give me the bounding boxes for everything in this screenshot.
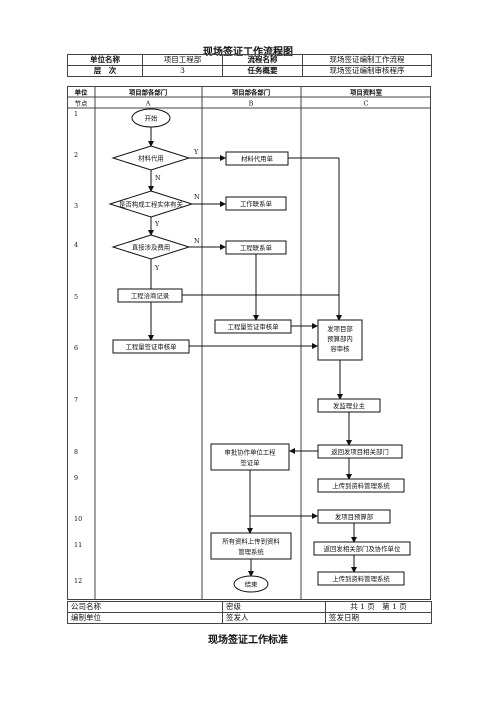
info-table: 单位名称 项目工程部 流程名称 现场签证编制工作流程 层 次 3 任务概要 现场… bbox=[67, 54, 432, 77]
node-approve-partner-visa-line1: 审批协作单位工程 bbox=[224, 448, 276, 457]
branch-label-y3: Y bbox=[154, 264, 160, 272]
level-label: 层 次 bbox=[67, 65, 143, 77]
lane-col-b-title: 项目部各部门 bbox=[232, 88, 270, 97]
node-send-budget-review bbox=[317, 319, 363, 361]
level-value: 3 bbox=[142, 65, 223, 77]
row-number-7: 7 bbox=[74, 396, 78, 404]
row-number-11: 11 bbox=[74, 541, 82, 549]
node-upload-doc-system-1-label: 上传到资料管理系统 bbox=[332, 481, 390, 490]
lane-unit-label: 单位 bbox=[75, 88, 88, 97]
node-send-supervisor-owner-label: 发监理业主 bbox=[333, 401, 366, 410]
end-node bbox=[233, 575, 269, 593]
footer-title: 现场签证工作标准 bbox=[208, 635, 288, 646]
flowchart: 单位 项目部各部门 项目部各部门 项目资料室 节点 A B C 1 2 3 4 … bbox=[67, 86, 431, 600]
page-count: 共 1 页 第 1 页 bbox=[325, 601, 432, 613]
node-upload-all-docs bbox=[210, 532, 292, 560]
node-upload-doc-system-2-label: 上传到资料管理系统 bbox=[332, 574, 390, 583]
branch-label-n1: N bbox=[155, 174, 161, 182]
node-return-depts-partners-label: 返回发相关部门及协作单位 bbox=[324, 544, 401, 553]
start-label: 开始 bbox=[145, 114, 158, 123]
secret-label: 密级 bbox=[222, 601, 326, 613]
row-number-2: 2 bbox=[74, 151, 78, 159]
branch-label-y1: Y bbox=[193, 148, 199, 156]
prepared-unit-label: 编制单位 bbox=[67, 612, 223, 624]
node-approve-partner-visa bbox=[210, 443, 290, 471]
lane-c-label: C bbox=[364, 100, 369, 108]
flow-name-label: 流程名称 bbox=[222, 54, 303, 66]
task-value: 现场签证编制审核程序 bbox=[302, 65, 432, 77]
row-number-9: 9 bbox=[74, 474, 78, 482]
row-number-6: 6 bbox=[74, 344, 78, 352]
lane-b-label: B bbox=[249, 100, 254, 108]
node-upload-doc-system-2 bbox=[317, 571, 405, 586]
node-send-budget-review-line2: 预算部内 bbox=[327, 334, 353, 343]
node-return-depts-partners bbox=[313, 541, 411, 556]
branch-label-n3: N bbox=[194, 237, 200, 245]
node-upload-all-docs-line1: 所有资料上传到资料 bbox=[222, 537, 280, 546]
row-number-10: 10 bbox=[74, 515, 82, 523]
node-upload-all-docs-line2: 管理系统 bbox=[238, 547, 264, 556]
lane-a-label: A bbox=[145, 100, 151, 108]
unit-name-label: 单位名称 bbox=[67, 54, 143, 66]
node-engineering-contact-form-label: 工程联系单 bbox=[240, 243, 273, 252]
node-work-contact-form-label: 工作联系单 bbox=[240, 199, 273, 208]
decision-engineering-entity-label: 是否构成工程实体有关 bbox=[119, 200, 184, 209]
page-title: 现场签证工作流程图 bbox=[203, 47, 293, 58]
row-number-5: 5 bbox=[74, 293, 78, 301]
row-number-12: 12 bbox=[74, 577, 82, 585]
lane-node-label: 节点 bbox=[75, 100, 88, 108]
flow-name-value: 现场签证编制工作流程 bbox=[302, 54, 432, 66]
node-upload-doc-system-1 bbox=[317, 478, 405, 493]
decision-cost-related-label: 直接涉及费用 bbox=[132, 243, 170, 252]
issuer-label: 签发人 bbox=[222, 612, 326, 624]
row-number-1: 1 bbox=[74, 110, 78, 118]
lane-col-c-title: 项目资料室 bbox=[350, 88, 383, 97]
row-number-4: 4 bbox=[74, 241, 78, 249]
company-label: 公司名称 bbox=[67, 601, 223, 613]
node-work-contact-form bbox=[225, 196, 287, 211]
issue-date-label: 签发日期 bbox=[325, 612, 432, 624]
footer-table: 公司名称 密级 共 1 页 第 1 页 编制单位 签发人 签发日期 bbox=[67, 601, 432, 624]
end-label: 结束 bbox=[245, 580, 258, 589]
flow-frame bbox=[67, 86, 431, 600]
branch-label-y2: Y bbox=[154, 220, 160, 228]
node-quantity-visa-review-a-label: 工程量签证审核单 bbox=[125, 342, 177, 351]
node-site-negotiation-record-label: 工程洽商记录 bbox=[131, 291, 170, 300]
row-number-8: 8 bbox=[74, 448, 78, 456]
branch-label-n2: N bbox=[194, 193, 200, 201]
task-label: 任务概要 bbox=[222, 65, 303, 77]
node-quantity-visa-review-b-label: 工程量签证审核单 bbox=[227, 322, 279, 331]
lane-col-a-title: 项目部各部门 bbox=[129, 88, 167, 97]
node-approve-partner-visa-line2: 签证单 bbox=[240, 458, 260, 467]
node-send-budget-dept-label: 发项目预算部 bbox=[335, 512, 374, 521]
node-return-project-depts-label: 返回发项目相关部门 bbox=[331, 447, 389, 456]
decision-material-substitution-label: 材料代用 bbox=[138, 154, 164, 163]
row-number-3: 3 bbox=[74, 202, 78, 210]
node-send-budget-review-line3: 容审核 bbox=[330, 344, 350, 353]
node-material-substitution-form-label: 材料代用单 bbox=[241, 154, 274, 163]
node-send-budget-review-line1: 发项目部 bbox=[327, 324, 353, 333]
unit-name-value: 项目工程部 bbox=[142, 54, 223, 66]
